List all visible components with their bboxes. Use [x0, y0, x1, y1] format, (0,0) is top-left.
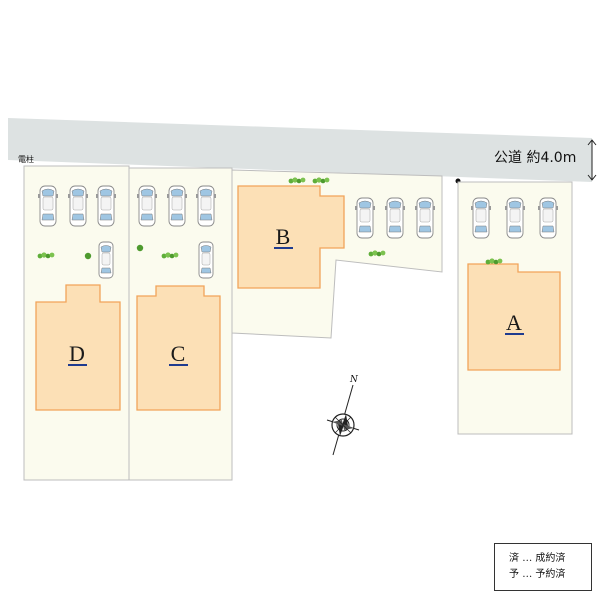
lot-label-a: A — [506, 310, 522, 335]
tree-icon — [136, 244, 144, 252]
car-icon — [198, 241, 214, 279]
legend-row-reserved: 予 … 予約済 — [509, 567, 591, 583]
car-icon — [95, 185, 117, 227]
car-icon — [67, 185, 89, 227]
lot-label-d: D — [69, 341, 85, 366]
house-b-footprint — [237, 185, 345, 289]
road-width-arrow — [587, 139, 597, 181]
car-icon — [384, 197, 406, 239]
car-icon — [166, 185, 188, 227]
greenery — [37, 177, 503, 265]
house-a-footprint — [467, 263, 561, 371]
lot-label-b: B — [276, 224, 291, 249]
road-label: 公道 約4.0m — [494, 150, 576, 166]
car-icon — [37, 185, 59, 227]
car-icon — [98, 241, 114, 279]
parking-lot-b — [354, 197, 436, 239]
car-icon — [414, 197, 436, 239]
legend-key: 済 — [509, 553, 519, 564]
public-road — [8, 118, 592, 182]
car-icon — [504, 197, 526, 239]
utility-pole-label: 電柱 — [18, 154, 34, 164]
car-icon — [470, 197, 492, 239]
legend-separator: … — [522, 569, 533, 580]
house-d-footprint — [35, 284, 121, 411]
legend-separator: … — [522, 553, 533, 564]
legend-text: 予約済 — [535, 569, 566, 580]
compass-north-label: N — [349, 375, 359, 385]
lot-label-c: C — [171, 341, 186, 366]
house-c-footprint — [136, 285, 221, 411]
car-icon — [354, 197, 376, 239]
legend-text: 成約済 — [535, 553, 566, 564]
legend-key: 予 — [509, 569, 519, 580]
tree-icon — [84, 252, 92, 260]
parking-lot-a — [470, 197, 559, 239]
legend-row-contracted: 済 … 成約済 — [509, 551, 591, 567]
car-icon — [195, 185, 217, 227]
car-icon — [136, 185, 158, 227]
car-icon — [537, 197, 559, 239]
legend: 済 … 成約済 予 … 予約済 — [494, 543, 592, 591]
compass-rose-icon — [326, 384, 360, 456]
